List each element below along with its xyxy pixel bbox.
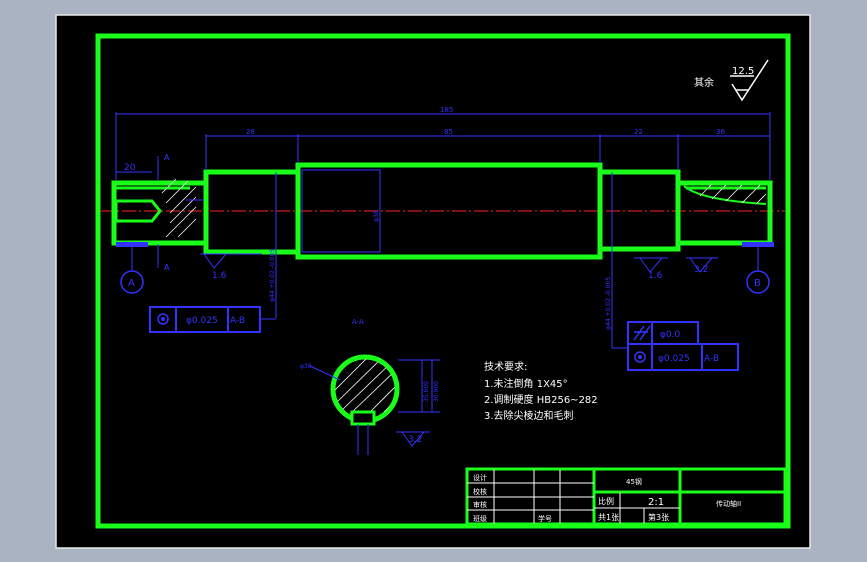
title-row: 设计 (473, 473, 487, 482)
scale-value: 2:1 (648, 497, 664, 508)
dim-overall: 185 (440, 106, 453, 114)
tol-left-value: φ0.025 (186, 316, 218, 326)
roughness-symbol (730, 59, 769, 102)
shaft-outline (111, 162, 773, 260)
dimension-lines (115, 112, 771, 268)
tol-right-bottom-value: φ0.025 (658, 354, 690, 364)
shaft-details (114, 186, 766, 223)
section-mark-bottom: A (164, 263, 170, 272)
sheet-number: 第3张 (648, 512, 669, 522)
tol-right-top-value: φ0.0 (660, 330, 681, 340)
section-mark-top: A (164, 153, 170, 162)
dim-right-fit: φ44 +0.02 -0.005 (605, 277, 612, 330)
tol-right-bottom-datum: A-B (704, 354, 719, 364)
dim-center-diameter: φ38 (373, 210, 380, 222)
datum-a-label: A (128, 278, 135, 289)
tolerance-frame-left: φ0.025 A-B (149, 306, 276, 333)
dim-left-fit: φ44 +0.02 -0.005 (269, 249, 276, 302)
datum-a: A (116, 242, 148, 294)
section-view-label: A-A (352, 318, 364, 326)
tech-req-item: 3.去除尖棱边和毛刺 (484, 409, 574, 422)
dim-seg-3: 22 (634, 128, 643, 136)
tech-req-item: 1.未注倒角 1X45° (484, 377, 568, 390)
student-no-label: 学号 (538, 514, 552, 523)
section-dim-2: 35.600 (423, 381, 430, 402)
tol-left-datum: A-B (230, 316, 245, 326)
scale-label: 比例 (598, 496, 614, 506)
material: 45钢 (626, 477, 642, 486)
part-name: 传动轴II (716, 499, 741, 508)
finish-right: 1.6 (648, 271, 663, 281)
finish-right-end: 3.2 (694, 265, 708, 275)
section-view (309, 354, 440, 455)
section-dim-1: φ38 (300, 363, 312, 370)
left-hatch (161, 178, 197, 238)
datum-b: B (742, 242, 774, 294)
title-row: 班级 (473, 514, 487, 523)
finish-left: 1.6 (212, 271, 227, 281)
sheets-total: 共1张 (598, 513, 619, 522)
drawing-border (95, 33, 791, 529)
dim-seg-1: 28 (246, 128, 255, 136)
surface-finish-marks (200, 253, 718, 447)
finish-section: 3.2 (408, 435, 422, 445)
dim-seg-2: 85 (444, 128, 453, 136)
right-hatch (683, 183, 767, 205)
dim-seg-4: 36 (716, 128, 725, 136)
tech-req-title: 技术要求: (484, 360, 527, 373)
drawing-canvas (55, 14, 811, 549)
tech-req-item: 2.调制硬度 HB256~282 (484, 393, 598, 406)
title-row: 审核 (473, 500, 487, 509)
title-block (465, 467, 787, 526)
tolerance-frame-right: φ0.0 φ0.025 A-B (612, 321, 739, 371)
datum-b-label: B (754, 278, 761, 289)
roughness-value: 12.5 (732, 66, 754, 77)
roughness-note: 其余 (694, 76, 714, 89)
tech-requirements: 技术要求: 1.未注倒角 1X45° 2.调制硬度 HB256~282 3.去除… (484, 360, 598, 422)
section-dim-3: 30.900 (433, 381, 440, 402)
title-row: 校核 (473, 487, 487, 496)
dim-left-journal: 20 (124, 163, 136, 173)
